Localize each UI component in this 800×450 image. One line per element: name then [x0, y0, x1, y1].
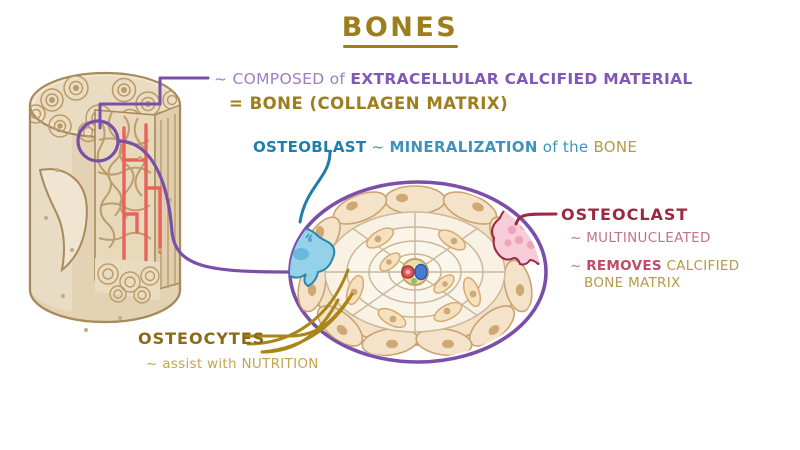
annotation-osteoclast-point1: ~ MULTINUCLEATED	[570, 230, 711, 246]
annotation-osteoclast-label: OSTEOCLAST	[561, 205, 689, 224]
leader-lines-osteocytes	[243, 268, 354, 354]
annotation-osteocytes-label: OSTEOCYTES	[138, 329, 266, 348]
annotation-osteoclast-point2-bold: REMOVES	[586, 258, 662, 274]
page-title-wrap: BONES	[0, 12, 800, 43]
blood-vessels	[122, 123, 162, 274]
central-haversian-canal	[401, 258, 429, 286]
annotation-osteoclast-point2-rest: CALCIFIED	[661, 258, 740, 274]
cylinder-outline	[28, 105, 182, 324]
compact-bone-highlight	[30, 105, 72, 312]
annotation-composed: ~ COMPOSED of EXTRACELLULAR CALCIFIED MA…	[214, 70, 693, 88]
osteocyte-nuclei-outer	[307, 193, 525, 349]
vein	[414, 263, 428, 281]
annotation-composed-emphasis: EXTRACELLULAR CALCIFIED MATERIAL	[350, 70, 693, 88]
osteoblast-cell	[290, 226, 336, 291]
lymphatic	[411, 278, 417, 284]
osteocyte-nuclei-inner	[350, 235, 477, 323]
annotation-osteoclast-point2-line2: BONE MATRIX	[584, 275, 681, 291]
annotation-osteoblast-tilde: ~	[366, 138, 390, 156]
annotation-osteoblast-label: OSTEOBLAST	[253, 138, 367, 156]
title-underline	[343, 45, 458, 48]
annotation-bone-collagen: = BONE (COLLAGEN MATRIX)	[229, 94, 509, 113]
annotation-osteocytes-detail: ~ assist with NUTRITION	[146, 356, 319, 372]
leader-line-osteoblast	[298, 150, 332, 224]
annotation-osteoblast-detail-tail: of the	[537, 138, 594, 156]
annotation-composed-tilde: ~	[214, 70, 233, 88]
page-title: BONES	[341, 12, 459, 43]
osteoblast-nucleus	[293, 248, 309, 260]
spongy-bone-bottom	[95, 258, 160, 304]
annotation-osteoclast-point2: ~ REMOVES CALCIFIED	[570, 258, 739, 274]
surface-lacunae-dots	[44, 156, 172, 332]
bone-cylinder-figure	[28, 71, 182, 332]
annotation-composed-lead: COMPOSED of	[232, 70, 351, 88]
annotation-osteoblast-detail: MINERALIZATION	[389, 138, 538, 156]
annotation-osteoblast-target: BONE	[593, 138, 638, 156]
periosteum-flap	[38, 168, 88, 273]
annotation-osteoblast: OSTEOBLAST ~ MINERALIZATION of the BONE	[253, 138, 637, 156]
leader-line-composed	[98, 76, 210, 130]
leader-line-osteoclast	[514, 212, 558, 226]
annotation-osteoclast-point2-mark: ~	[570, 258, 587, 274]
leader-line-osteon-zoom	[116, 139, 294, 274]
